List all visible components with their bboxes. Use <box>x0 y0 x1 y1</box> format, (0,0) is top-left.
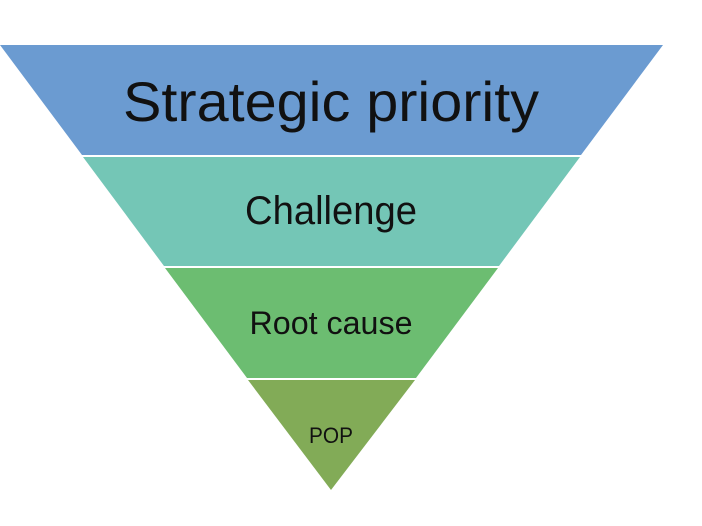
label-pop: POP <box>309 423 353 448</box>
level-strategic-priority <box>0 45 663 155</box>
level-challenge <box>83 157 580 266</box>
level-root-cause <box>165 268 498 378</box>
label-root-cause: Root cause <box>250 305 413 341</box>
label-strategic-priority: Strategic priority <box>123 70 539 133</box>
label-challenge: Challenge <box>245 189 417 233</box>
level-pop <box>248 380 415 490</box>
